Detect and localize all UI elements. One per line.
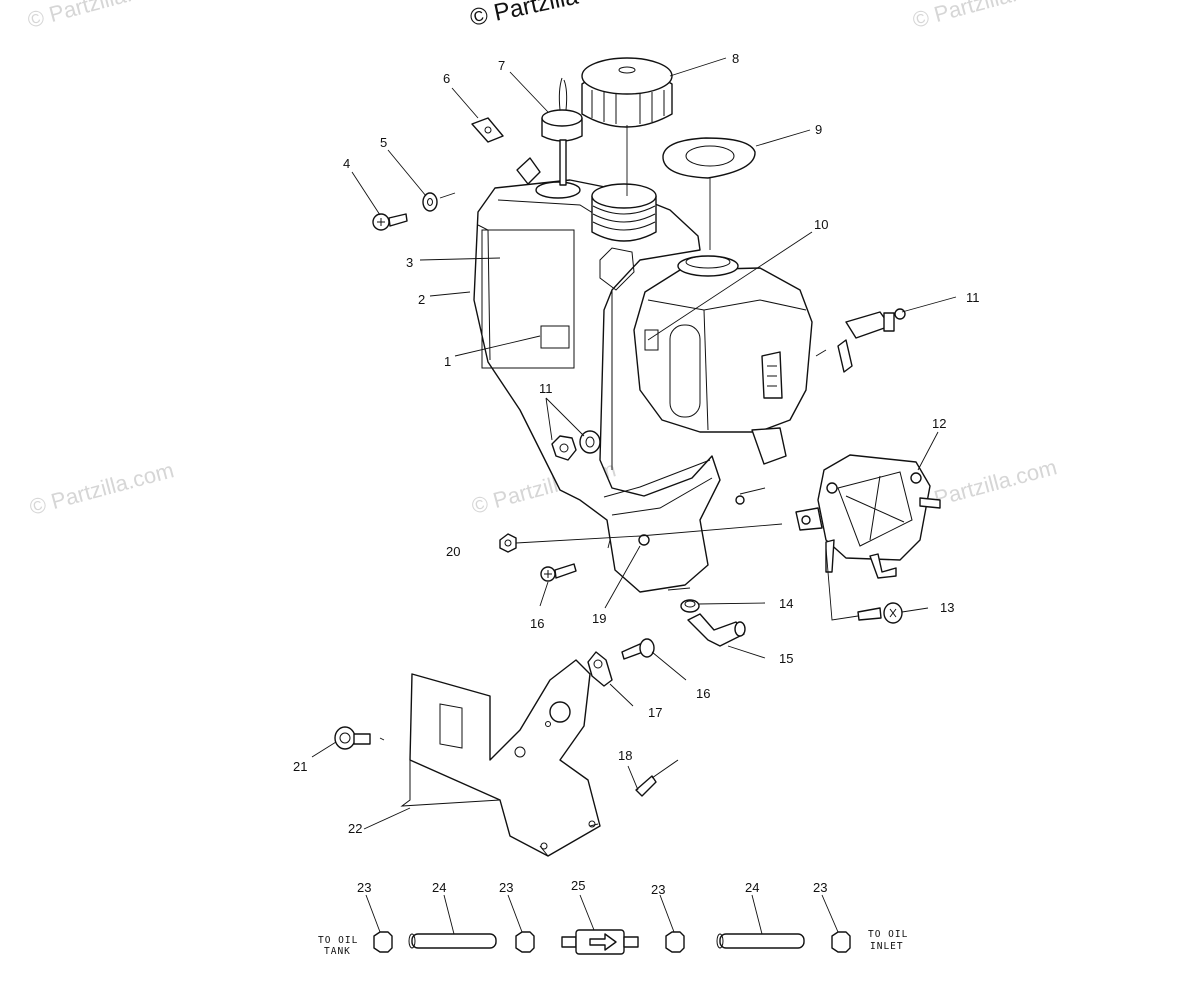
callout-14: 14 [779,596,793,611]
callout-23-3: 23 [651,882,665,897]
decal [540,325,570,349]
callout-11-nuts: 11 [539,381,553,396]
fuel-sender [541,77,583,186]
callout-10: 10 [814,217,828,232]
callout-24-2: 24 [745,880,759,895]
sight-window [669,324,701,418]
oil-reservoir [633,255,813,465]
fuel-tank [473,157,745,593]
callout-23-1: 23 [357,880,371,895]
reservoir-outlet [751,427,787,465]
clip [471,117,504,143]
callout-19: 19 [592,611,606,626]
mounting-bracket [400,659,601,857]
grommet-14 [680,599,700,613]
screw-13 [825,547,903,624]
callout-8: 8 [732,51,739,66]
nuts-11 [551,430,601,461]
watermark-top-left: © Partzilla.com [25,0,175,33]
leader-lines [311,57,957,935]
to-oil-tank-line1: TO OIL [318,935,358,946]
to-oil-inlet-line2: INLET [870,941,904,952]
callout-23-4: 23 [813,880,827,895]
callout-2: 2 [418,292,425,307]
oil-cap [662,137,756,250]
callout-22: 22 [348,821,362,836]
callout-labels: 1 2 3 4 5 6 7 8 9 10 11 11 12 13 14 15 1… [293,51,980,897]
callout-16-right: 16 [696,686,710,701]
callout-7: 7 [498,58,505,73]
callout-9: 9 [815,122,822,137]
watermark-top-right: © Partzilla.com [910,0,1060,33]
clip-17 [587,651,613,687]
to-oil-inlet-line1: TO OIL [868,929,908,940]
callout-16-left: 16 [530,616,544,631]
flow-arrow-icon [589,933,617,951]
callout-23-2: 23 [499,880,513,895]
elbow-fitting [687,613,746,647]
callout-1: 1 [444,354,451,369]
washer-5 [422,192,456,212]
callout-13: 13 [940,600,954,615]
screw-16a [540,563,577,582]
mount-tab [516,157,541,185]
callout-3: 3 [406,255,413,270]
callout-11-valve: 11 [966,290,980,305]
callout-4: 4 [343,156,350,171]
hose-end-tags: TO OIL TANK TO OIL INLET [318,929,908,957]
callout-21: 21 [293,759,307,774]
watermark-top: © Partzilla [468,0,582,32]
to-oil-tank-line2: TANK [324,946,351,957]
bolt-21 [334,726,385,750]
filler-neck [591,183,657,242]
callout-24-1: 24 [432,880,446,895]
callout-12: 12 [932,416,946,431]
shutoff-valve [815,308,906,373]
screw-4 [372,213,408,231]
fuel-pump [795,454,941,579]
callout-20: 20 [446,544,460,559]
tank-label-area [481,229,575,369]
cable-tie [635,759,679,797]
nut-20 [499,533,517,553]
callout-17: 17 [648,705,662,720]
watermark-left: © Partzilla.com [27,457,177,520]
logo-mark [761,351,783,399]
callout-6: 6 [443,71,450,86]
callout-25: 25 [571,878,585,893]
screw-16b [621,638,655,660]
check-valve [561,929,639,955]
fuel-cap [581,57,673,196]
callout-18: 18 [618,748,632,763]
callout-15: 15 [779,651,793,666]
hose-assembly [373,929,851,955]
callout-5: 5 [380,135,387,150]
